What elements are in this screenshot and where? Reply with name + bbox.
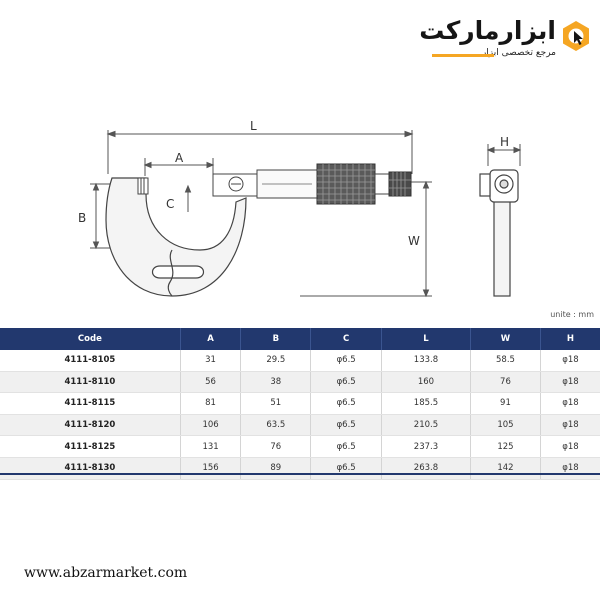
table-cell: φ6.5 (310, 350, 382, 372)
table-cell: 4111-8120 (0, 414, 181, 437)
label-b: B (78, 211, 86, 225)
table-cell: 4111-8105 (0, 350, 181, 372)
table-cell: 63.5 (240, 414, 312, 437)
micrometer-sleeve (256, 169, 318, 199)
micrometer-spindle (212, 173, 258, 197)
table-cell: 51 (240, 392, 312, 415)
table-cell: φ6.5 (310, 392, 382, 415)
table-cell: 263.8 (381, 457, 471, 480)
brand-logo: ابزارمارکت مرجع تخصصی ابزار (419, 10, 592, 66)
micrometer-side-view (479, 169, 519, 297)
column-header: C (310, 328, 382, 350)
dimension-line-c (184, 184, 192, 212)
column-header: A (180, 328, 242, 350)
table-cell: φ18 (540, 435, 600, 458)
table-cell: 76 (470, 371, 541, 394)
table-cell: 105 (470, 414, 541, 437)
table-cell: 56 (180, 371, 242, 394)
table-cell: 156 (180, 457, 242, 480)
micrometer-ratchet (374, 171, 412, 197)
table-cell: 4111-8130 (0, 457, 181, 480)
table-cell: 91 (470, 392, 541, 415)
micrometer-thimble (316, 163, 376, 205)
table-cell: 237.3 (381, 435, 471, 458)
table-cell: φ18 (540, 414, 600, 437)
micrometer-drawing: L A B C W H (78, 119, 522, 298)
table-cell: φ6.5 (310, 371, 382, 394)
table-cell: 29.5 (240, 350, 312, 372)
column-header: L (381, 328, 471, 350)
table-cell: 125 (470, 435, 541, 458)
table-row: 4111-8125 131 76 φ6.5 237.3 125 φ18 (0, 435, 600, 458)
dimension-line-a (143, 158, 215, 176)
table-cell: 131 (180, 435, 242, 458)
table-row: 4111-8110 56 38 φ6.5 160 76 φ18 (0, 371, 600, 394)
label-h: H (500, 135, 509, 149)
table-header-row: Code A B C L W H (0, 328, 600, 350)
label-a: A (175, 151, 184, 165)
table-bottom-border (0, 473, 600, 475)
table-cell: φ6.5 (310, 457, 382, 480)
brand-tagline: مرجع تخصصی ابزار (481, 48, 556, 58)
table-row: 4111-8115 81 51 φ6.5 185.5 91 φ18 (0, 392, 600, 415)
table-cell: 76 (240, 435, 312, 458)
unit-note: unite : mm (550, 310, 594, 319)
table-cell: 160 (381, 371, 471, 394)
table-cell: 89 (240, 457, 312, 480)
label-l: L (250, 119, 257, 133)
table-cell: φ6.5 (310, 414, 382, 437)
label-w: W (408, 234, 420, 248)
column-header: H (540, 328, 600, 350)
website-link[interactable]: www.abzarmarket.com (24, 565, 188, 581)
table-cell: 210.5 (381, 414, 471, 437)
table-cell: 185.5 (381, 392, 471, 415)
table-cell: 106 (180, 414, 242, 437)
table-cell: 58.5 (470, 350, 541, 372)
table-cell: 4111-8125 (0, 435, 181, 458)
table-cell: 4111-8115 (0, 392, 181, 415)
table-cell: 81 (180, 392, 242, 415)
micrometer-anvil (137, 177, 149, 195)
table-cell: 38 (240, 371, 312, 394)
brand-underline (432, 54, 494, 57)
table-cell: φ6.5 (310, 435, 382, 458)
specs-table: Code A B C L W H 4111-8105 31 29.5 φ6.5 … (0, 328, 600, 480)
dimension-line-l (106, 130, 414, 174)
micrometer-frame (105, 177, 247, 297)
table-cell: 133.8 (381, 350, 471, 372)
brand-name: ابزارمارکت (419, 16, 556, 45)
column-header: Code (0, 328, 181, 350)
column-header: W (470, 328, 541, 350)
label-c: C (166, 197, 174, 211)
table-cell: φ18 (540, 371, 600, 394)
dimension-line-h (486, 144, 522, 166)
table-cell: 4111-8110 (0, 371, 181, 394)
nut-cursor-icon (563, 21, 589, 51)
table-cell: φ18 (540, 350, 600, 372)
table-row: 4111-8105 31 29.5 φ6.5 133.8 58.5 φ18 (0, 350, 600, 372)
table-row: 4111-8130 156 89 φ6.5 263.8 142 φ18 (0, 457, 600, 480)
table-cell: 31 (180, 350, 242, 372)
table-cell: φ18 (540, 392, 600, 415)
dimension-line-w (300, 180, 432, 298)
table-cell: φ18 (540, 457, 600, 480)
column-header: B (240, 328, 312, 350)
table-row: 4111-8120 106 63.5 φ6.5 210.5 105 φ18 (0, 414, 600, 437)
table-cell: 142 (470, 457, 541, 480)
